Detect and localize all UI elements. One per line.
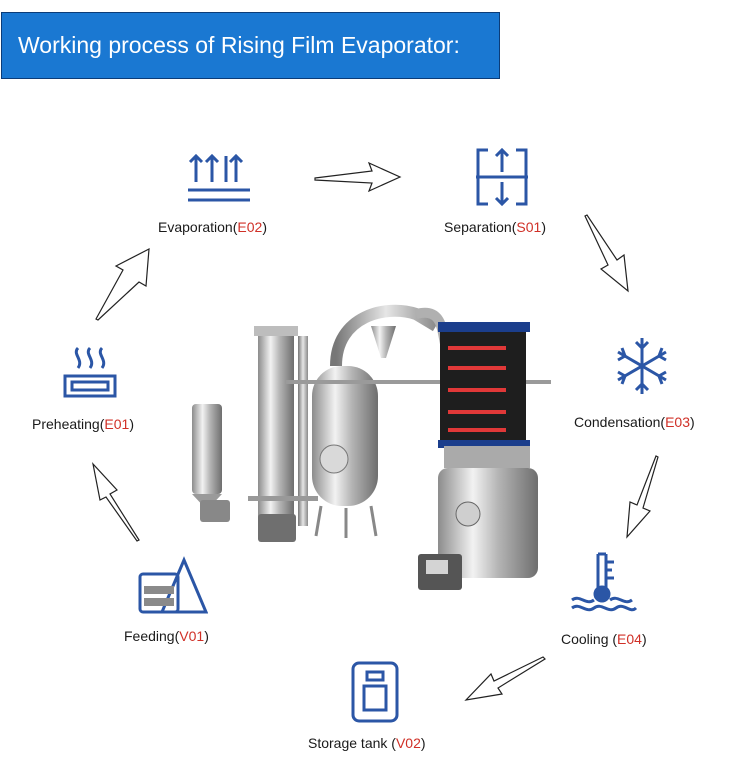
step-label-preheating: Preheating(E01) (32, 416, 134, 432)
heating-tray-icon (63, 346, 117, 398)
step-label-condensation: Condensation(E03) (574, 414, 695, 430)
evaporation-arrows-icon (188, 153, 250, 202)
step-label-evaporation: Evaporation(E02) (158, 219, 267, 235)
arrow-condensation-to-cooling (626, 455, 659, 539)
snowflake-icon (617, 338, 667, 394)
step-label-feeding: Feeding(V01) (124, 628, 209, 644)
title-banner: Working process of Rising Film Evaporato… (1, 12, 500, 79)
step-label-storage-tank: Storage tank (V02) (308, 735, 426, 751)
separation-box-icon (476, 147, 528, 207)
arrow-preheating-to-evaporation (95, 247, 150, 321)
storage-jar-icon (351, 661, 399, 723)
arrow-evaporation-to-separation (314, 161, 402, 193)
arrow-feeding-to-preheating (92, 462, 140, 542)
feeding-tank-icon (138, 556, 208, 614)
arrow-cooling-to-storage (464, 656, 546, 701)
page-title: Working process of Rising Film Evaporato… (18, 32, 460, 58)
step-label-cooling: Cooling (E04) (561, 631, 647, 647)
arrow-separation-to-condensation (584, 214, 629, 293)
evaporator-machine-image (192, 304, 551, 590)
thermometer-water-icon (571, 552, 638, 612)
step-label-separation: Separation(S01) (444, 219, 546, 235)
